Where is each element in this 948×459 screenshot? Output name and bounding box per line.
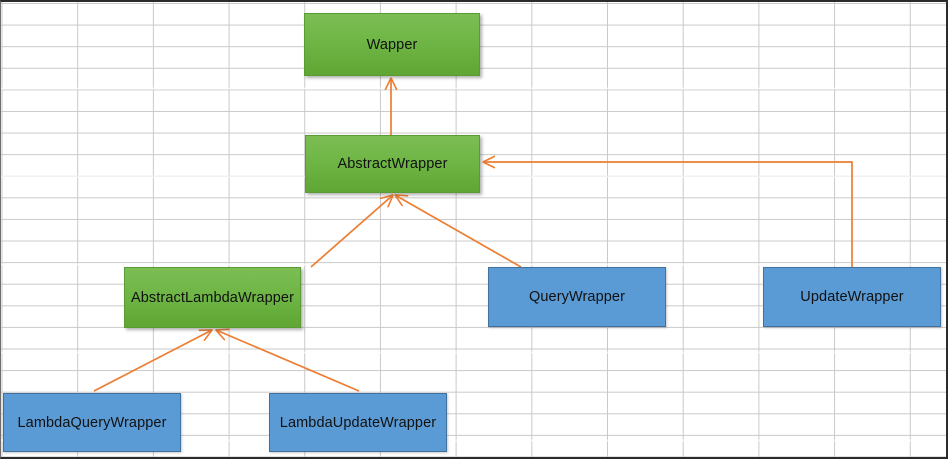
class-node-update-wrapper[interactable]: UpdateWrapper: [763, 267, 941, 327]
connector-arrow: [216, 330, 360, 392]
class-node-lambda-query-wrapper[interactable]: LambdaQueryWrapper: [3, 393, 181, 452]
class-node-label: AbstractWrapper: [337, 156, 448, 172]
connector-arrow: [310, 195, 393, 268]
class-node-wapper[interactable]: Wapper: [304, 13, 480, 76]
class-node-query-wrapper[interactable]: QueryWrapper: [488, 267, 666, 327]
connector-arrow: [93, 330, 212, 392]
class-node-label: AbstractLambdaWrapper: [130, 289, 295, 306]
connector-arrow: [483, 162, 853, 267]
class-node-label: UpdateWrapper: [800, 289, 904, 305]
class-node-label: QueryWrapper: [528, 289, 626, 305]
connector-arrow: [395, 195, 522, 268]
class-node-label: LambdaQueryWrapper: [17, 414, 167, 431]
class-node-lambda-update-wrapper[interactable]: LambdaUpdateWrapper: [269, 393, 447, 452]
class-node-label: LambdaUpdateWrapper: [279, 414, 437, 431]
class-node-abstract-wrapper[interactable]: AbstractWrapper: [305, 135, 480, 193]
class-node-label: Wapper: [366, 36, 418, 53]
class-node-abstract-lambda-wrapper[interactable]: AbstractLambdaWrapper: [124, 267, 301, 328]
